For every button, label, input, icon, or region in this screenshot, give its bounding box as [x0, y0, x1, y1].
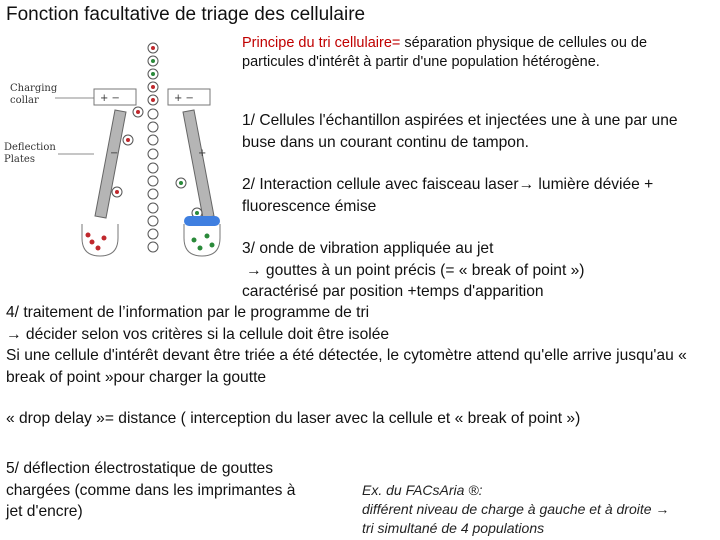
step-2: 2/ Interaction cellule avec faisceau las…: [242, 176, 654, 215]
page-title: Fonction facultative de triage des cellu…: [6, 4, 366, 25]
example-line-1: Ex. du FACsAria ®:: [362, 482, 483, 498]
collar-right-signs: + −: [174, 93, 194, 104]
deflection-plate-left: [94, 109, 127, 219]
charging-collar-left: [93, 88, 137, 106]
sorted-stream-mark: [184, 216, 220, 226]
step-3-line-3: caractérisé par position +temps d'appari…: [242, 283, 544, 300]
tube-right: [183, 224, 221, 257]
deflection-label-1: Deflection: [4, 142, 56, 153]
step-3-line-2: → gouttes à un point précis (= « break o…: [246, 261, 585, 279]
example-line-3: tri simultané de 4 populations: [362, 520, 545, 536]
deflection-label-2: Plates: [4, 154, 35, 165]
plate-minus-sign: −: [110, 148, 118, 159]
step-4-line-1: 4/ traitement de l’information par le pr…: [6, 304, 370, 321]
step-4-line-3: Si une cellule d'intérêt devant être tri…: [6, 347, 687, 386]
drop-delay-definition: « drop delay »= distance ( interception …: [6, 410, 581, 427]
step-3: 3/ onde de vibration appliquée au jet → …: [242, 238, 712, 303]
principle-text: séparation physique de cellules ou de pa…: [242, 35, 648, 70]
collar-left-signs: + −: [100, 93, 120, 104]
principle-paragraph: Principe du tri cellulaire= séparation p…: [242, 34, 712, 72]
tube-left: [81, 224, 119, 257]
deflected-droplets: [111, 106, 203, 219]
principle-lead: Principe du tri cellulaire=: [242, 35, 401, 51]
step-3-line-1: 3/ onde de vibration appliquée au jet: [242, 240, 494, 257]
charging-collar-right: [167, 88, 211, 106]
cell-sorter-diagram: Charging collar Deflection Plates + − + …: [4, 42, 221, 257]
example-line-2: différent niveau de charge à gauche et à…: [362, 501, 670, 517]
plate-plus-sign: +: [198, 148, 206, 159]
droplet-stream: [147, 42, 159, 253]
step-5: 5/ déflection électrostatique de gouttes…: [6, 460, 296, 520]
facsaria-example: Ex. du FACsAria ®: différent niveau de c…: [362, 481, 718, 538]
step-4: 4/ traitement de l’information par le pr…: [6, 302, 716, 388]
charging-label-2: collar: [10, 95, 39, 106]
charging-label-1: Charging: [10, 83, 58, 94]
deflection-plate-right: [182, 109, 215, 219]
step-1: 1/ Cellules l'échantillon aspirées et in…: [242, 112, 678, 151]
step-4-line-2: → décider selon vos critères si la cellu…: [6, 325, 390, 343]
